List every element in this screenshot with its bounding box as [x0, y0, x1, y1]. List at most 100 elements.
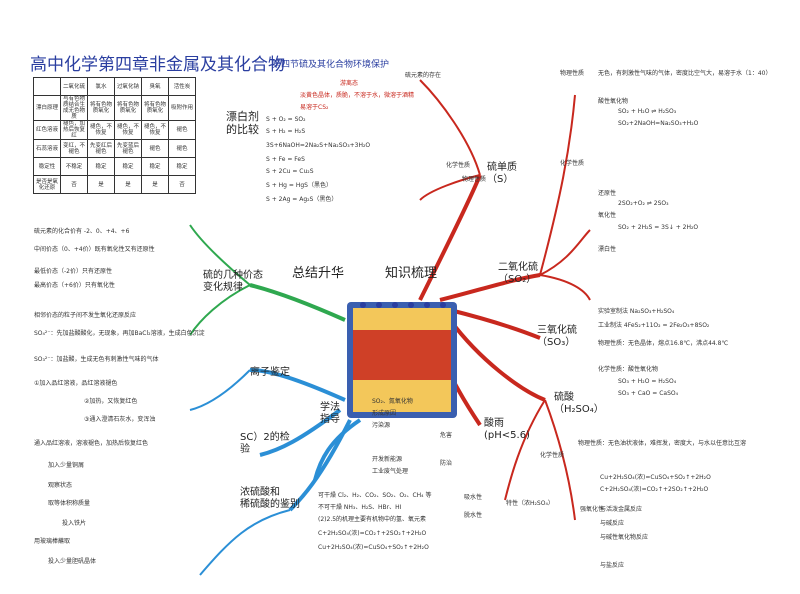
note: 中间价态（0、+4价）既有氧化性又有还原性 [34, 246, 155, 253]
branch-ion-sub [189, 369, 251, 411]
branch-so2 [439, 273, 541, 302]
note: SO₂+2NaOH=Na₂SO₃+H₂O [618, 120, 699, 127]
note: 易溶于CS₂ [300, 104, 329, 111]
note: 与盐反应 [600, 562, 625, 569]
branch-label-so3: 三氧化硫 （SO₃） [537, 325, 577, 348]
note: 硫元素的化合价有 -2、0、+4、+6 [34, 228, 130, 235]
note: 通入品红溶液，溶液褪色，加热后恢复红色 [34, 440, 149, 447]
note: S + 2Cu = Cu₂S [266, 168, 314, 175]
note: 氧化性 [598, 212, 617, 219]
branch-distinguish [288, 419, 352, 512]
note: SO₃²⁻：加盐酸，生成无色有刺激性气味的气体 [34, 356, 159, 363]
note: 工业制法 4FeS₂+11O₂ = 2Fe₂O₃+8SO₂ [598, 322, 710, 329]
bleach-comparison-table: 二氧化硫氯水过氧化钠臭氧活性炭 漂白原理与有色物质结合生成无色物质将有色物质氧化… [33, 77, 196, 194]
note: 化学性质 [560, 160, 585, 167]
note: SO₃ + CaO = CaSO₄ [618, 390, 679, 397]
note: S + Hg = HgS（黑色） [266, 182, 332, 189]
note: 物理性质：无色晶体，熔点16.8℃，沸点44.8℃ [598, 340, 729, 347]
note: 特性（浓H₂SO₄） [506, 500, 554, 507]
note: 投入铁片 [62, 520, 87, 527]
note: S + Fe = FeS [266, 156, 305, 163]
table-row: 二氧化硫氯水过氧化钠臭氧活性炭 [33, 77, 196, 96]
branch-so2-sub [539, 94, 576, 276]
note: Cu+2H₂SO₄(浓)=CuSO₄+SO₂↑+2H₂O [600, 474, 711, 481]
branch-distinguish-sub [199, 509, 291, 576]
note: 化学性质 [540, 452, 565, 459]
note: ①加入品红溶液，品红溶液褪色 [34, 380, 118, 387]
branch-s-sub [419, 79, 481, 176]
note: 吸水性 [464, 494, 483, 501]
note: SO₄²⁻：先加盐酸酸化，无现象，再加BaCl₂溶液，生成白色沉淀 [34, 330, 205, 337]
branch-sulfur [418, 174, 482, 301]
note: 游离态 [340, 80, 359, 87]
note: S + 2Ag = Ag₂S（黑色） [266, 196, 338, 203]
note: SO₃ + H₂O = H₂SO₄ [618, 378, 677, 385]
table-row: 是否是氧化还原否是是是否 [33, 175, 196, 194]
note: 无色，有刺激性气味的气体，密度比空气大，易溶于水（1：40） [598, 70, 772, 77]
note: (2)2.5的机理主要有机物中的氢、氧元素 [318, 516, 427, 523]
central-image [345, 300, 459, 420]
note: SO₂ + 2H₂S = 3S↓ + 2H₂O [618, 224, 699, 231]
branch-so2-sub3 [539, 274, 591, 301]
note: 化学性质 [446, 162, 471, 169]
branch-valence-sub [189, 224, 251, 286]
note: 化学性质：酸性氧化物 [598, 366, 659, 373]
branch-h2so4-sub [544, 399, 576, 521]
branch-label-ion: 离子鉴定 [250, 367, 290, 378]
note: 3S+6NaOH=2Na₂S+Na₂SO₃+3H₂O [266, 142, 371, 149]
note: 2SO₂+O₂ ⇌ 2SO₃ [618, 200, 669, 207]
note: 物理性质 [462, 176, 487, 183]
branch-test [259, 408, 342, 457]
note: 取等体积称质量 [48, 500, 91, 507]
note: 物理性质 [560, 70, 585, 77]
table-row: 漂白原理与有色物质结合生成无色物质将有色物质氧化将有色物质氧化将有色物质氧化吸附… [33, 95, 196, 121]
branch-h2so4-sub2 [504, 399, 546, 501]
branch-valence-sub2 [189, 284, 251, 336]
branch-so2-sub2 [539, 229, 591, 276]
note: 还原性 [598, 190, 617, 197]
note: 与活泼金属反应 [600, 506, 643, 513]
note: 与碱反应 [600, 520, 625, 527]
note: 相邻价态的粒子间不发生氧化还原反应 [34, 312, 137, 319]
note: C+2H₂SO₄(浓)=CO₂↑+2SO₂↑+2H₂O [318, 530, 427, 537]
note: 实验室制法 Na₂SO₃+H₂SO₄ [598, 308, 675, 315]
branch-ion [249, 368, 346, 402]
note: 最低价态（-2价）只有还原性 [34, 268, 112, 275]
note: S + H₂ = H₂S [266, 128, 306, 135]
table-row: 红色溶液褪色，加热后恢复红褪色，不恢复褪色，不恢复褪色，不恢复褪色 [33, 120, 196, 140]
note: 加入少量铜屑 [48, 462, 85, 469]
note: ③通入澄清石灰水，变浑浊 [84, 416, 156, 423]
central-left-label: 总结升华 [292, 266, 345, 281]
table-row: 石蕊溶液变红，不褪色先变红后褪色先变蓝后褪色褪色褪色 [33, 139, 196, 158]
note: SO₂、氮氧化物 [372, 398, 413, 405]
branch-s-sub2 [419, 174, 481, 201]
branch-label-test: SC）2的检 验 [240, 432, 290, 455]
table-side-label: 漂白剂的比较 [226, 110, 259, 136]
branch-h2so4 [448, 318, 546, 402]
note: S + O₂ = SO₂ [266, 116, 306, 123]
page-title: 高中化学第四章非金属及其化合物 [30, 55, 285, 75]
note: 观察状态 [48, 482, 73, 489]
branch-label-h2so4: 硫酸 （H₂SO₄） [554, 392, 604, 415]
note: 淡黄色晶体，质脆，不溶于水，微溶于酒精 [300, 92, 415, 99]
table-row: 稳定性不稳定稳定稳定稳定稳定 [33, 157, 196, 176]
central-right-label: 知识梳理 [385, 266, 438, 281]
note: 强氧化性 [580, 506, 605, 513]
note: 与碱性氧化物反应 [600, 534, 649, 541]
note: 硫元素的存在 [405, 72, 442, 79]
note: ②加热，又恢复红色 [84, 398, 138, 405]
note: 防治 [440, 460, 453, 467]
note: 脱水性 [464, 512, 483, 519]
note: 污染源 [372, 422, 391, 429]
page-subtitle: 第四节硫及其化合物环境保护 [272, 60, 390, 70]
branch-label-sulfur: 硫单质 （S） [487, 162, 517, 185]
note: 漂白性 [598, 246, 617, 253]
branch-label-method: 学法 指导 [320, 402, 340, 425]
note: 投入少量胆矾晶体 [48, 558, 97, 565]
note: 最高价态（+6价）只有氧化性 [34, 282, 115, 289]
branch-label-acidrain: 酸雨 (pH<5.6) [484, 418, 530, 441]
note: 形成原因 [372, 410, 397, 417]
branch-label-so2: 二氧化硫 （SO₂） [498, 262, 538, 285]
note: 危害 [440, 432, 453, 439]
